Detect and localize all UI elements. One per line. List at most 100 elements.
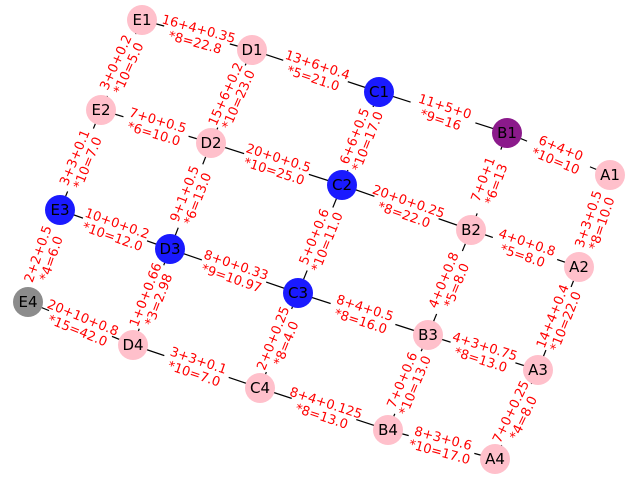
node-b4: B4 <box>373 415 403 445</box>
edge-label: 6+6+0.5*10=17.0 <box>334 101 387 176</box>
edge-label-background <box>334 101 387 176</box>
edge-label: 4+0+0.8*5=8.0 <box>488 224 562 273</box>
node-circle <box>13 287 43 317</box>
node-a3: A3 <box>523 355 553 385</box>
edge-label-background <box>489 377 544 452</box>
node-a2: A2 <box>564 252 594 282</box>
edge-label: 8+3+0.6*10=17.0 <box>405 422 478 468</box>
edge-label: 9+1+0.5*6=13.0 <box>165 159 216 233</box>
node-label: C3 <box>288 284 308 302</box>
edge-label: 7+0+0.5*6=10.0 <box>119 103 193 150</box>
node-b1: B1 <box>492 118 522 148</box>
node-a4: A4 <box>480 444 510 474</box>
edge-label: 3+0+0.2*10=5.0 <box>94 28 149 102</box>
edge-label-background <box>126 260 177 334</box>
node-circle <box>86 95 116 125</box>
edge-label-background <box>381 345 435 420</box>
node-label: B3 <box>418 326 438 344</box>
edge-label-background <box>294 202 346 276</box>
node-circle <box>283 278 313 308</box>
node-circle <box>237 35 267 65</box>
node-circle <box>480 444 510 474</box>
node-label: E3 <box>50 201 69 219</box>
edge-label: 3+3+0.5*8=10.0 <box>570 184 619 258</box>
edge-label-background <box>326 290 400 338</box>
edge-label: 2+2+0.5*4=6.0 <box>19 219 69 293</box>
node-label: A1 <box>600 166 620 184</box>
edge-label-background <box>19 219 69 293</box>
node-circle <box>45 195 75 225</box>
edge-label-background <box>521 128 596 180</box>
edge-label-background <box>253 303 305 378</box>
node-circle <box>595 160 625 190</box>
node-label: D4 <box>122 336 143 354</box>
edge-label: 4+0+0.8*5=8.0 <box>423 245 476 320</box>
edge-label-background <box>165 159 216 233</box>
edge-label: 10+0+0.2*10=12.0 <box>78 204 152 255</box>
edge-label-background <box>204 59 259 134</box>
node-label: D2 <box>200 134 221 152</box>
edge-label-background <box>464 144 514 219</box>
edge-label: 3+3+0.1*10=7.0 <box>159 342 234 391</box>
edge-label-background <box>532 281 585 356</box>
edge-label-background <box>405 422 478 467</box>
node-label: E1 <box>132 11 151 29</box>
edge-label-background <box>119 103 193 150</box>
node-label: C4 <box>250 379 270 397</box>
node-b2: B2 <box>456 215 486 245</box>
node-circle <box>364 77 394 107</box>
node-label: A3 <box>528 361 548 379</box>
node-c2: C2 <box>327 170 357 200</box>
edge-label: 2+0+0.25*8=4.0 <box>253 303 305 378</box>
node-e1: E1 <box>127 5 157 35</box>
edge-label: 20+0+0.5*10=25.0 <box>239 140 314 189</box>
node-circle <box>492 118 522 148</box>
node-e2: E2 <box>86 95 116 125</box>
edge-label: 11+5+0*9=16 <box>406 88 480 137</box>
node-circle <box>523 355 553 385</box>
edge-label: 20+0+0.25*8=22.0 <box>369 183 446 232</box>
node-label: B1 <box>497 124 517 142</box>
edge-label: 8+4+0.125*8=13.0 <box>287 385 364 433</box>
node-b3: B3 <box>413 320 443 350</box>
edge-label: 15+6+0.2*10=23.0 <box>204 59 259 134</box>
edge-label: 7+0+1*6=13 <box>464 144 514 219</box>
edge-label-background <box>197 246 271 296</box>
edge-label-background <box>278 47 353 95</box>
edge-label: 8+4+0.5*8=16.0 <box>326 290 400 338</box>
edge-label: 6+4+0*10=10 <box>521 128 596 180</box>
edge-label-background <box>570 184 619 258</box>
node-e4: E4 <box>13 287 43 317</box>
edge-label-background <box>160 12 234 58</box>
node-circle <box>127 5 157 35</box>
node-c1: C1 <box>364 77 394 107</box>
node-label: E2 <box>91 101 110 119</box>
node-circle <box>155 234 185 264</box>
edge-label: 4+3+0.75*8=13.0 <box>446 328 520 377</box>
edge-labels-layer: 16+4+0.35*8=22.813+6+0.4*5=21.011+5+0*9=… <box>19 12 619 468</box>
edge-label-background <box>369 183 444 232</box>
node-circle <box>564 252 594 282</box>
edge-label: 7+0+0.25*4=8.0 <box>489 377 544 452</box>
node-circle <box>327 170 357 200</box>
edge-label-background <box>54 123 107 197</box>
edge-label-background <box>406 88 480 137</box>
node-label: E4 <box>18 293 37 311</box>
edge-label: 3+3+0.1*10=7.0 <box>54 123 107 197</box>
edge-label-background <box>43 297 118 350</box>
edge-label-background <box>488 224 562 273</box>
edge-label: 1+0+0.66*3=2.98 <box>126 260 177 334</box>
node-d2: D2 <box>196 128 226 158</box>
node-a1: A1 <box>595 160 625 190</box>
node-label: A2 <box>569 258 589 276</box>
node-label: B4 <box>378 421 398 439</box>
edge-label-background <box>159 342 234 391</box>
node-e3: E3 <box>45 195 75 225</box>
node-c4: C4 <box>245 373 275 403</box>
edge-label: 14+4+0.4*10=22.0 <box>532 281 585 356</box>
edge-label-background <box>239 140 314 188</box>
edge-label: 7+0+0.6*10=13.0 <box>381 345 435 420</box>
edge-label: 16+4+0.35*8=22.8 <box>160 12 237 58</box>
